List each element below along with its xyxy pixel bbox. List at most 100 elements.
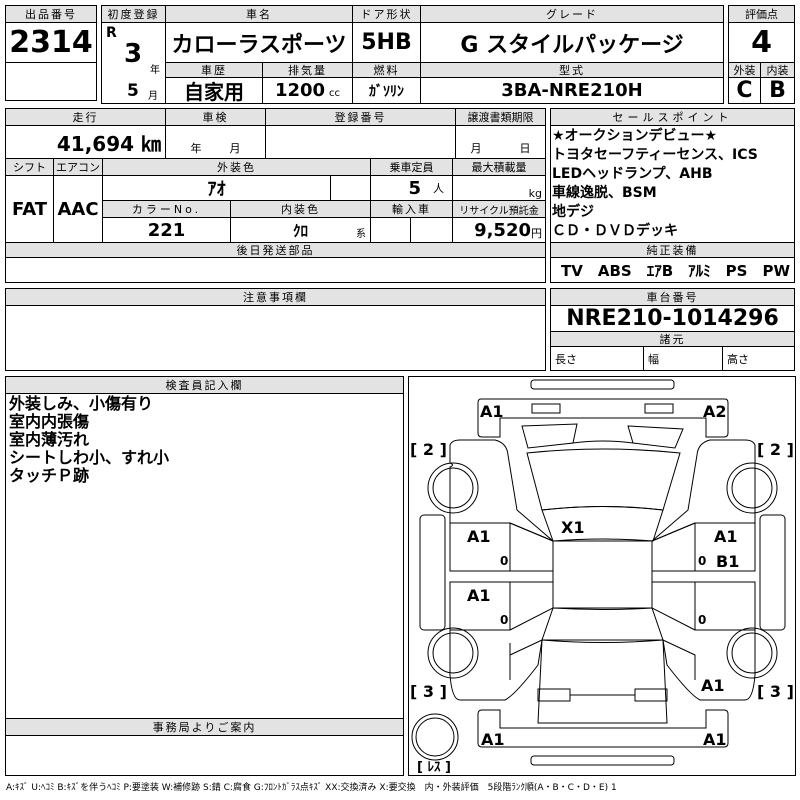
history-label: 車歴	[165, 62, 263, 78]
grade-label: グレード	[420, 5, 724, 23]
windshield	[541, 506, 664, 542]
damage-mark: A1	[701, 676, 725, 695]
ext-score-label: 外装	[728, 62, 761, 78]
front-door-left	[449, 522, 511, 572]
damage-mark: [ 3 ]	[410, 682, 447, 701]
front-fender-left	[449, 439, 554, 542]
front-door-right	[694, 522, 756, 572]
damage-mark: 0	[500, 554, 508, 568]
caution-label: 注意事項欄	[5, 288, 546, 306]
specs-label: 諸元	[550, 331, 795, 347]
ac: AAC	[53, 175, 103, 243]
length-label: 長さ	[550, 346, 644, 371]
max-load-label: 最大積載量	[452, 158, 546, 176]
fog-lamp-left	[531, 403, 561, 414]
model-code: 3BA-NRE210H	[420, 77, 724, 104]
roof	[552, 540, 653, 609]
sales-point: 地デジ	[552, 204, 594, 220]
reg-year: 3	[124, 39, 143, 69]
height-label: 高さ	[722, 346, 795, 371]
max-load-unit: kg	[452, 175, 546, 201]
damage-mark: A1	[467, 586, 491, 605]
office-label: 事務局よりご案内	[5, 718, 404, 736]
door-label: ドア形状	[352, 5, 421, 23]
inspection-cell: 年月	[165, 125, 266, 159]
inspector-note: 外装しみ、小傷有り	[9, 394, 154, 413]
damage-mark: A1	[703, 730, 727, 749]
ext-score: C	[728, 77, 761, 104]
import-cell-1	[370, 217, 411, 243]
damage-mark: A2	[703, 402, 727, 421]
tail-lamp-left	[537, 688, 571, 702]
sales-label: セールスポイント	[550, 108, 795, 126]
int-color-cell: ｸﾛ系	[230, 217, 371, 243]
damage-marks: A1 A2 [ 2 ] [ 2 ] X1 A1 0 A1 B1 0 A1 0 0…	[410, 402, 794, 775]
capacity: 5	[408, 177, 421, 199]
later-parts-label: 後日発送部品	[5, 242, 546, 258]
ext-color-label: 外装色	[102, 158, 371, 176]
car-name: カローラスポーツ	[165, 22, 353, 63]
transfer-cell: 月日	[455, 125, 546, 159]
inspector-note: 室内内張傷	[9, 412, 90, 431]
damage-mark: A1	[480, 402, 504, 421]
hood	[526, 448, 681, 511]
fuel: ｶﾞｿﾘﾝ	[352, 77, 421, 104]
yen-unit: 円	[531, 227, 542, 240]
color-no-label: カラーNo.	[102, 200, 231, 218]
front-bumper-bar	[530, 379, 675, 390]
recycle-fee: 9,520	[474, 219, 531, 241]
year-unit: 年	[150, 65, 160, 76]
legend: A:ｷｽﾞ U:ﾍｺﾐ B:ｷｽﾞを伴うﾍｺﾐ P:要塗装 W:補修跡 S:錆 …	[6, 783, 617, 793]
chassis-number: NRE210-1014296	[550, 305, 795, 332]
rear-door-left	[449, 581, 511, 631]
ext-color-extra	[330, 175, 371, 201]
damage-mark: A1	[467, 527, 491, 546]
model-label: 型式	[420, 62, 724, 78]
damage-mark: 0	[698, 613, 706, 627]
rear-door-right-glass	[651, 581, 696, 631]
int-score: B	[760, 77, 795, 104]
damage-mark: X1	[561, 518, 584, 537]
transfer-label: 譲渡書類期限	[455, 108, 546, 126]
rear-door-right	[694, 581, 756, 631]
damage-mark: 0	[500, 613, 508, 627]
overall-score: 4	[728, 22, 795, 63]
trunk	[537, 639, 668, 724]
history: 自家用	[165, 77, 263, 104]
shift: FAT	[5, 175, 54, 243]
transfer-day-unit: 日	[519, 142, 531, 155]
damage-mark: B1	[716, 552, 739, 571]
grille	[572, 440, 634, 444]
int-color: ｸﾛ	[292, 221, 308, 240]
rear-fender-right	[662, 630, 756, 701]
side-sill-right	[759, 514, 786, 631]
ext-color: ｱｵ	[102, 175, 331, 201]
damage-mark: [ 2 ]	[757, 440, 794, 459]
era: R	[106, 25, 117, 41]
inspection-label: 車検	[165, 108, 266, 126]
mileage-label: 走行	[5, 108, 166, 126]
tail-lamp-right	[634, 688, 668, 702]
inspector-note: 室内薄汚れ	[9, 430, 90, 449]
inspector-label: 検査員記入欄	[5, 376, 404, 394]
damage-mark: [ 2 ]	[410, 440, 447, 459]
displacement: 1200	[274, 80, 326, 101]
recycle-label: リサイクル預託金	[452, 200, 546, 218]
sales-points-list: ★オークションデビュー★ トヨタセーフティーセンス、ICS LEDヘッドランプ、…	[552, 127, 758, 241]
door-type: 5HB	[352, 22, 421, 63]
int-color-label: 内装色	[230, 200, 371, 218]
cc-unit: cc	[329, 88, 341, 99]
reg-no-value	[265, 125, 456, 159]
inspector-note: タッチＰ跡	[9, 466, 90, 485]
displacement-label: 排気量	[262, 62, 353, 78]
import-cell-2	[410, 217, 453, 243]
sales-point: 車線逸脱、BSM	[552, 185, 657, 201]
capacity-unit: 人	[433, 182, 444, 195]
damage-mark: A1	[714, 527, 738, 546]
side-sill-left	[419, 514, 446, 631]
damage-mark: A1	[481, 730, 505, 749]
front-door-left-glass	[509, 522, 554, 572]
reg-no-label: 登録番号	[265, 108, 456, 126]
